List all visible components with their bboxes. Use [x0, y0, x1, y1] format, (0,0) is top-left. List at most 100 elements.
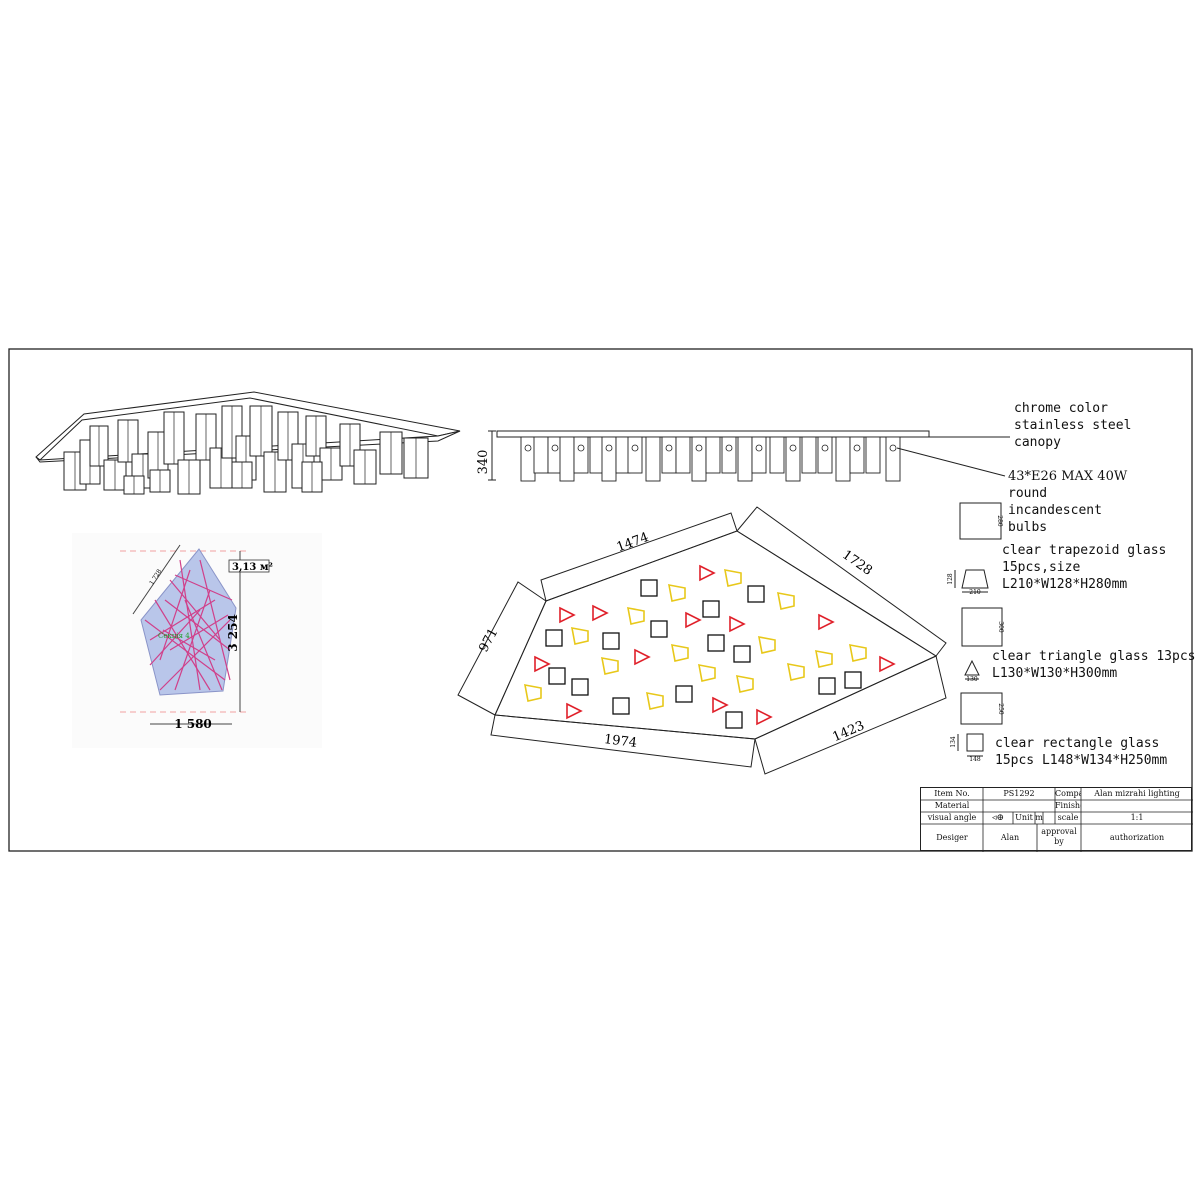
tri-width-dim: 130 — [966, 676, 978, 683]
scale-label: scale — [1057, 813, 1079, 822]
rectangle-glass-marker — [747, 585, 765, 603]
canopy-line-2: stainless steel — [1014, 418, 1132, 433]
bulb-leader — [896, 447, 1006, 477]
pendant-glass-side — [645, 436, 661, 482]
trapezoid-glass-marker — [523, 683, 542, 702]
inset-pattern-line — [162, 629, 216, 661]
projection-symbol-icon: ◃⊕ — [991, 813, 1005, 823]
canopy-line-1: chrome color — [1014, 401, 1108, 416]
rectangle-line-1: clear rectangle glass — [995, 736, 1160, 751]
canopy-line-3: canopy — [1014, 435, 1061, 450]
inset-pattern-line — [159, 569, 191, 661]
rectangle-glass-marker — [640, 579, 658, 597]
trapezoid-line-3: L210*W128*H280mm — [1002, 577, 1128, 592]
trap-height-dim: 280 — [996, 515, 1003, 527]
trapezoid-glass-marker — [626, 606, 645, 625]
bulb-line-2: round — [1008, 486, 1048, 501]
unit-value: m — [1035, 813, 1043, 822]
pendant-glass-side — [849, 436, 865, 474]
trapezoid-glass-marker — [645, 691, 664, 710]
rectangle-glass-marker — [548, 667, 566, 685]
authorization-label: authorization — [1109, 833, 1165, 842]
designer-label: Desiger — [936, 833, 968, 842]
triangle-glass-marker — [592, 604, 609, 622]
rectangle-glass-marker — [707, 634, 725, 652]
triangle-glass-marker — [729, 615, 746, 633]
item-no-label: Item No. — [934, 789, 970, 798]
bulb-note: 43*E26 MAX 40W round incandescent bulbs — [1008, 468, 1127, 536]
rectangle-glass-marker — [702, 600, 720, 618]
inset-area-value: 3,13 м² — [232, 562, 273, 573]
trapezoid-line-2: 15pcs,size — [1002, 560, 1081, 575]
triangle-glass-marker — [566, 702, 583, 720]
plan-bottom-dim: 1974 — [603, 732, 638, 751]
trapezoid-note: clear trapezoid glass 15pcs,size L210*W1… — [1002, 542, 1166, 593]
inset-pattern-line — [154, 599, 211, 691]
bulb-side — [577, 444, 585, 452]
pendant-glass-side — [675, 436, 691, 474]
bulb-side — [631, 444, 639, 452]
bulb-line-3: incandescent — [1008, 503, 1102, 518]
approval-label: approval by — [1041, 827, 1077, 846]
pendant-glass-side — [691, 436, 707, 482]
bulb-side — [665, 444, 673, 452]
triangle-glass-marker — [634, 648, 651, 666]
trap-depth-dim: 128 — [947, 573, 954, 585]
rectangle-glass-marker — [844, 671, 862, 689]
pendant-glass-side — [785, 436, 801, 482]
inset-pattern-line — [199, 559, 231, 681]
triangle-glass-marker — [699, 564, 716, 582]
title-block-grid — [921, 788, 1193, 852]
unit-label: Unit — [1015, 813, 1033, 822]
company-value: Alan mizrahi lighting — [1094, 789, 1180, 798]
triangle-glass-marker — [559, 606, 576, 624]
pendant-glass-side — [769, 436, 785, 474]
pendant-glass-side — [601, 436, 617, 482]
inset-pattern-line — [184, 599, 223, 691]
pendant-glass-side — [751, 436, 767, 474]
trapezoid-glass-marker — [667, 583, 686, 602]
trapezoid-glass-marker — [848, 643, 867, 662]
side-elevation-view — [488, 430, 1010, 482]
rect-height-dim: 250 — [997, 703, 1004, 715]
finished-label: Finished — [1055, 801, 1081, 810]
bulb-side — [524, 444, 532, 452]
triangle-glass-marker — [879, 655, 896, 673]
pendant-glass-side — [520, 436, 536, 482]
rectangle-glass-marker — [725, 711, 743, 729]
side-height-dim: 340 — [476, 450, 491, 475]
triangle-top-view — [964, 659, 980, 676]
triangle-note: clear triangle glass 13pcs L130*W130*H30… — [992, 648, 1196, 682]
bulb-side — [725, 444, 733, 452]
inset-area-plan — [72, 533, 322, 748]
inset-pattern-line — [174, 574, 233, 601]
plan-view — [457, 506, 947, 775]
plan-right-top-dim: 1728 — [839, 547, 875, 578]
pendant-glass-side — [559, 436, 575, 482]
visual-angle-label: visual angle — [927, 813, 977, 822]
tri-height-dim: 300 — [997, 621, 1004, 633]
title-block: Item No. PS1292 Company Alan mizrahi lig… — [920, 787, 1193, 852]
trapezoid-top-view — [961, 569, 989, 589]
item-no-value: PS1292 — [1003, 789, 1035, 798]
inset-pattern-line — [169, 579, 221, 641]
pendant-glass-side — [865, 436, 881, 474]
trapezoid-glass-marker — [814, 649, 833, 668]
pendant-glass-side — [705, 436, 721, 474]
bulb-side — [695, 444, 703, 452]
triangle-glass-marker — [756, 708, 773, 726]
rectangle-glass-marker — [602, 632, 620, 650]
pendant-glass-side — [533, 436, 549, 474]
rectangle-glass-marker — [675, 685, 693, 703]
canopy-side — [496, 430, 930, 438]
rectangle-line-2: 15pcs L148*W134*H250mm — [995, 753, 1168, 768]
rect-width-dim: 148 — [969, 756, 981, 763]
trapezoid-glass-marker — [776, 591, 795, 610]
bulb-side — [789, 444, 797, 452]
inset-pattern-line — [174, 589, 211, 691]
sheet-border — [8, 348, 1193, 852]
glass-details — [954, 502, 1003, 757]
bulb-side — [821, 444, 829, 452]
pendant-glass-side — [661, 436, 677, 474]
